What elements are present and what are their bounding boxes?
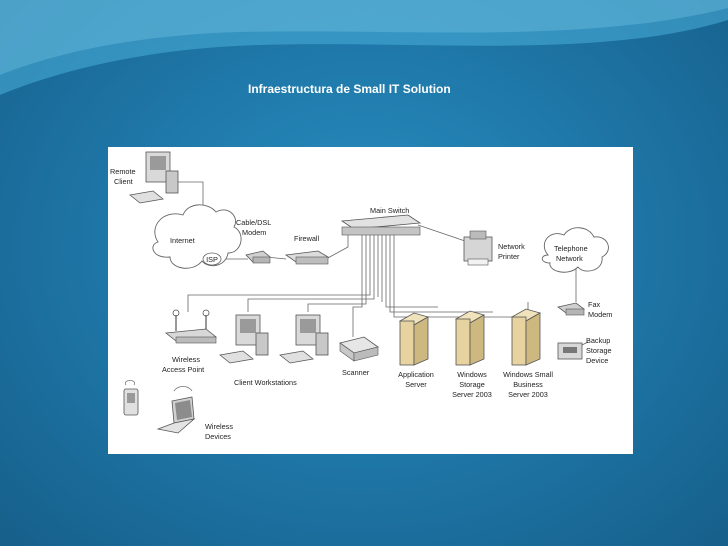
backup-label-2: Storage [586,346,612,355]
client-workstation-icon [279,314,329,364]
scanner-icon [339,336,379,362]
remote-client-label-2: Client [114,177,133,186]
sbs-server-label-1: Windows Small [503,370,553,379]
handheld-device-icon [123,380,139,416]
fax-modem-label-2: Modem [588,310,612,319]
storage-server-label-2: Storage [459,380,485,389]
internet-label: Internet [170,236,195,245]
modem-label-2: Modem [242,228,266,237]
storage-server-icon [454,310,486,366]
sbs-server-icon [510,308,542,366]
telephone-network-cloud-icon [541,227,609,273]
backup-label-3: Device [586,356,608,365]
modem-label-1: Cable/DSL [236,218,271,227]
telephone-network-label-1: Telephone [554,244,588,253]
wireless-ap-label-1: Wireless [172,355,200,364]
isp-label: ISP [206,255,218,264]
wireless-devices-label-1: Wireless [205,422,233,431]
isp-bubble [202,252,222,266]
internet-cloud-icon [152,204,242,269]
client-workstations-label: Client Workstations [234,378,297,387]
firewall-icon [284,250,330,265]
backup-storage-icon [557,342,583,360]
telephone-network-label-2: Network [556,254,583,263]
network-diagram: Remote Client Internet ISP Cable/DSL Mod… [108,147,633,454]
network-printer-label-1: Network [498,242,525,251]
main-switch-label: Main Switch [370,206,409,215]
app-server-label-2: Server [405,380,427,389]
storage-server-label-1: Windows [457,370,487,379]
storage-server-label-3: Server 2003 [452,390,492,399]
slide-title: Infraestructura de Small IT Solution [248,82,451,96]
remote-client-label-1: Remote [110,167,136,176]
network-printer-label-2: Printer [498,252,520,261]
client-workstation-icon [219,314,269,364]
laptop-icon [156,386,196,434]
scanner-label: Scanner [342,368,370,377]
wireless-access-point-icon [164,309,218,344]
fax-modem-icon [557,302,585,316]
firewall-label: Firewall [294,234,320,243]
backup-label-1: Backup [586,336,610,345]
decorative-wave [0,0,728,95]
main-switch-icon [340,214,422,236]
modem-icon [245,250,271,264]
app-server-label-1: Application [398,370,434,379]
network-printer-icon [463,230,493,266]
application-server-icon [398,312,430,366]
sbs-server-label-2: Business [513,380,543,389]
wireless-devices-label-2: Devices [205,432,231,441]
fax-modem-label-1: Fax [588,300,601,309]
remote-client-icon [129,151,179,204]
wireless-ap-label-2: Access Point [162,365,204,374]
sbs-server-label-3: Server 2003 [508,390,548,399]
